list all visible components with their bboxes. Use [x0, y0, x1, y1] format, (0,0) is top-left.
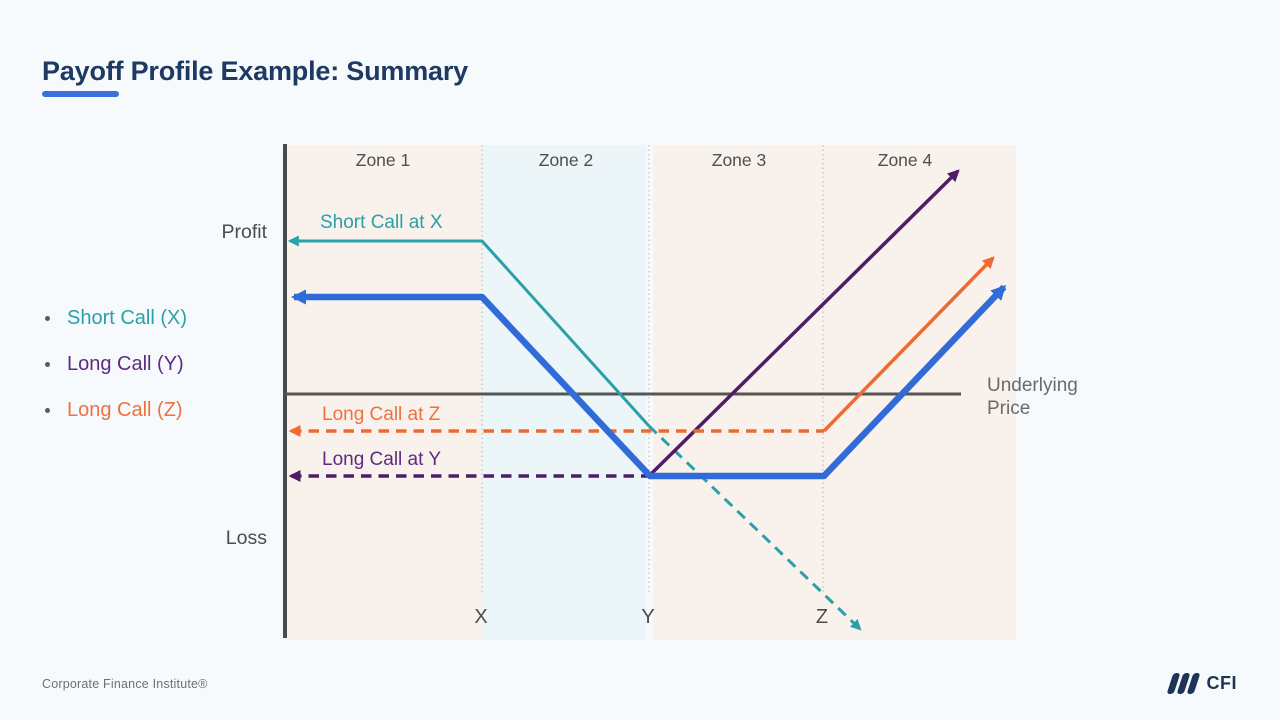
- cfi-logo: CFI: [1166, 669, 1238, 697]
- strike-x-label: X: [474, 606, 488, 628]
- cfi-logo-text: CFI: [1206, 672, 1237, 693]
- underlying-price-axis-label: Underlying Price: [987, 375, 1078, 419]
- legend-bullet-icon: [45, 315, 50, 321]
- legend-item: Short Call (X): [42, 306, 187, 330]
- page-title: Payoff Profile Example: Summary: [42, 56, 468, 86]
- zone-4-label: Zone 4: [877, 150, 933, 170]
- strike-y-label: Y: [641, 606, 655, 628]
- legend-bullet-icon: [45, 361, 50, 367]
- legend-label: Long Call (Y): [67, 352, 184, 375]
- combined-payoff-line: [291, 284, 1007, 480]
- series-label-short-call-x: Short Call at X: [320, 212, 443, 233]
- legend-item: Long Call (Y): [42, 352, 187, 376]
- short-call-at-x-line: [287, 235, 651, 428]
- zone-1-label: Zone 1: [355, 150, 411, 170]
- legend-bullet-icon: [45, 407, 50, 413]
- loss-axis-label: Loss: [225, 527, 267, 549]
- cfi-logo-bars-icon: [1166, 672, 1200, 694]
- footer-text: Corporate Finance Institute®: [42, 677, 208, 691]
- legend-item: Long Call (Z): [42, 398, 187, 422]
- short-call-at-x-dashed-line: [647, 424, 862, 631]
- title-accent-underline: [42, 91, 119, 97]
- zone-3-label: Zone 3: [711, 150, 767, 170]
- strike-z-label: Z: [815, 606, 829, 628]
- legend-label: Long Call (Z): [67, 398, 183, 421]
- series-label-long-call-y: Long Call at Y: [322, 449, 442, 470]
- zone-2-label: Zone 2: [538, 150, 594, 170]
- profit-axis-label: Profit: [221, 221, 267, 243]
- long-call-at-y-line: [647, 169, 960, 478]
- series-label-long-call-z: Long Call at Z: [322, 404, 441, 425]
- legend-label: Short Call (X): [67, 306, 188, 329]
- legend: Short Call (X) Long Call (Y) Long Call (Z): [42, 306, 187, 444]
